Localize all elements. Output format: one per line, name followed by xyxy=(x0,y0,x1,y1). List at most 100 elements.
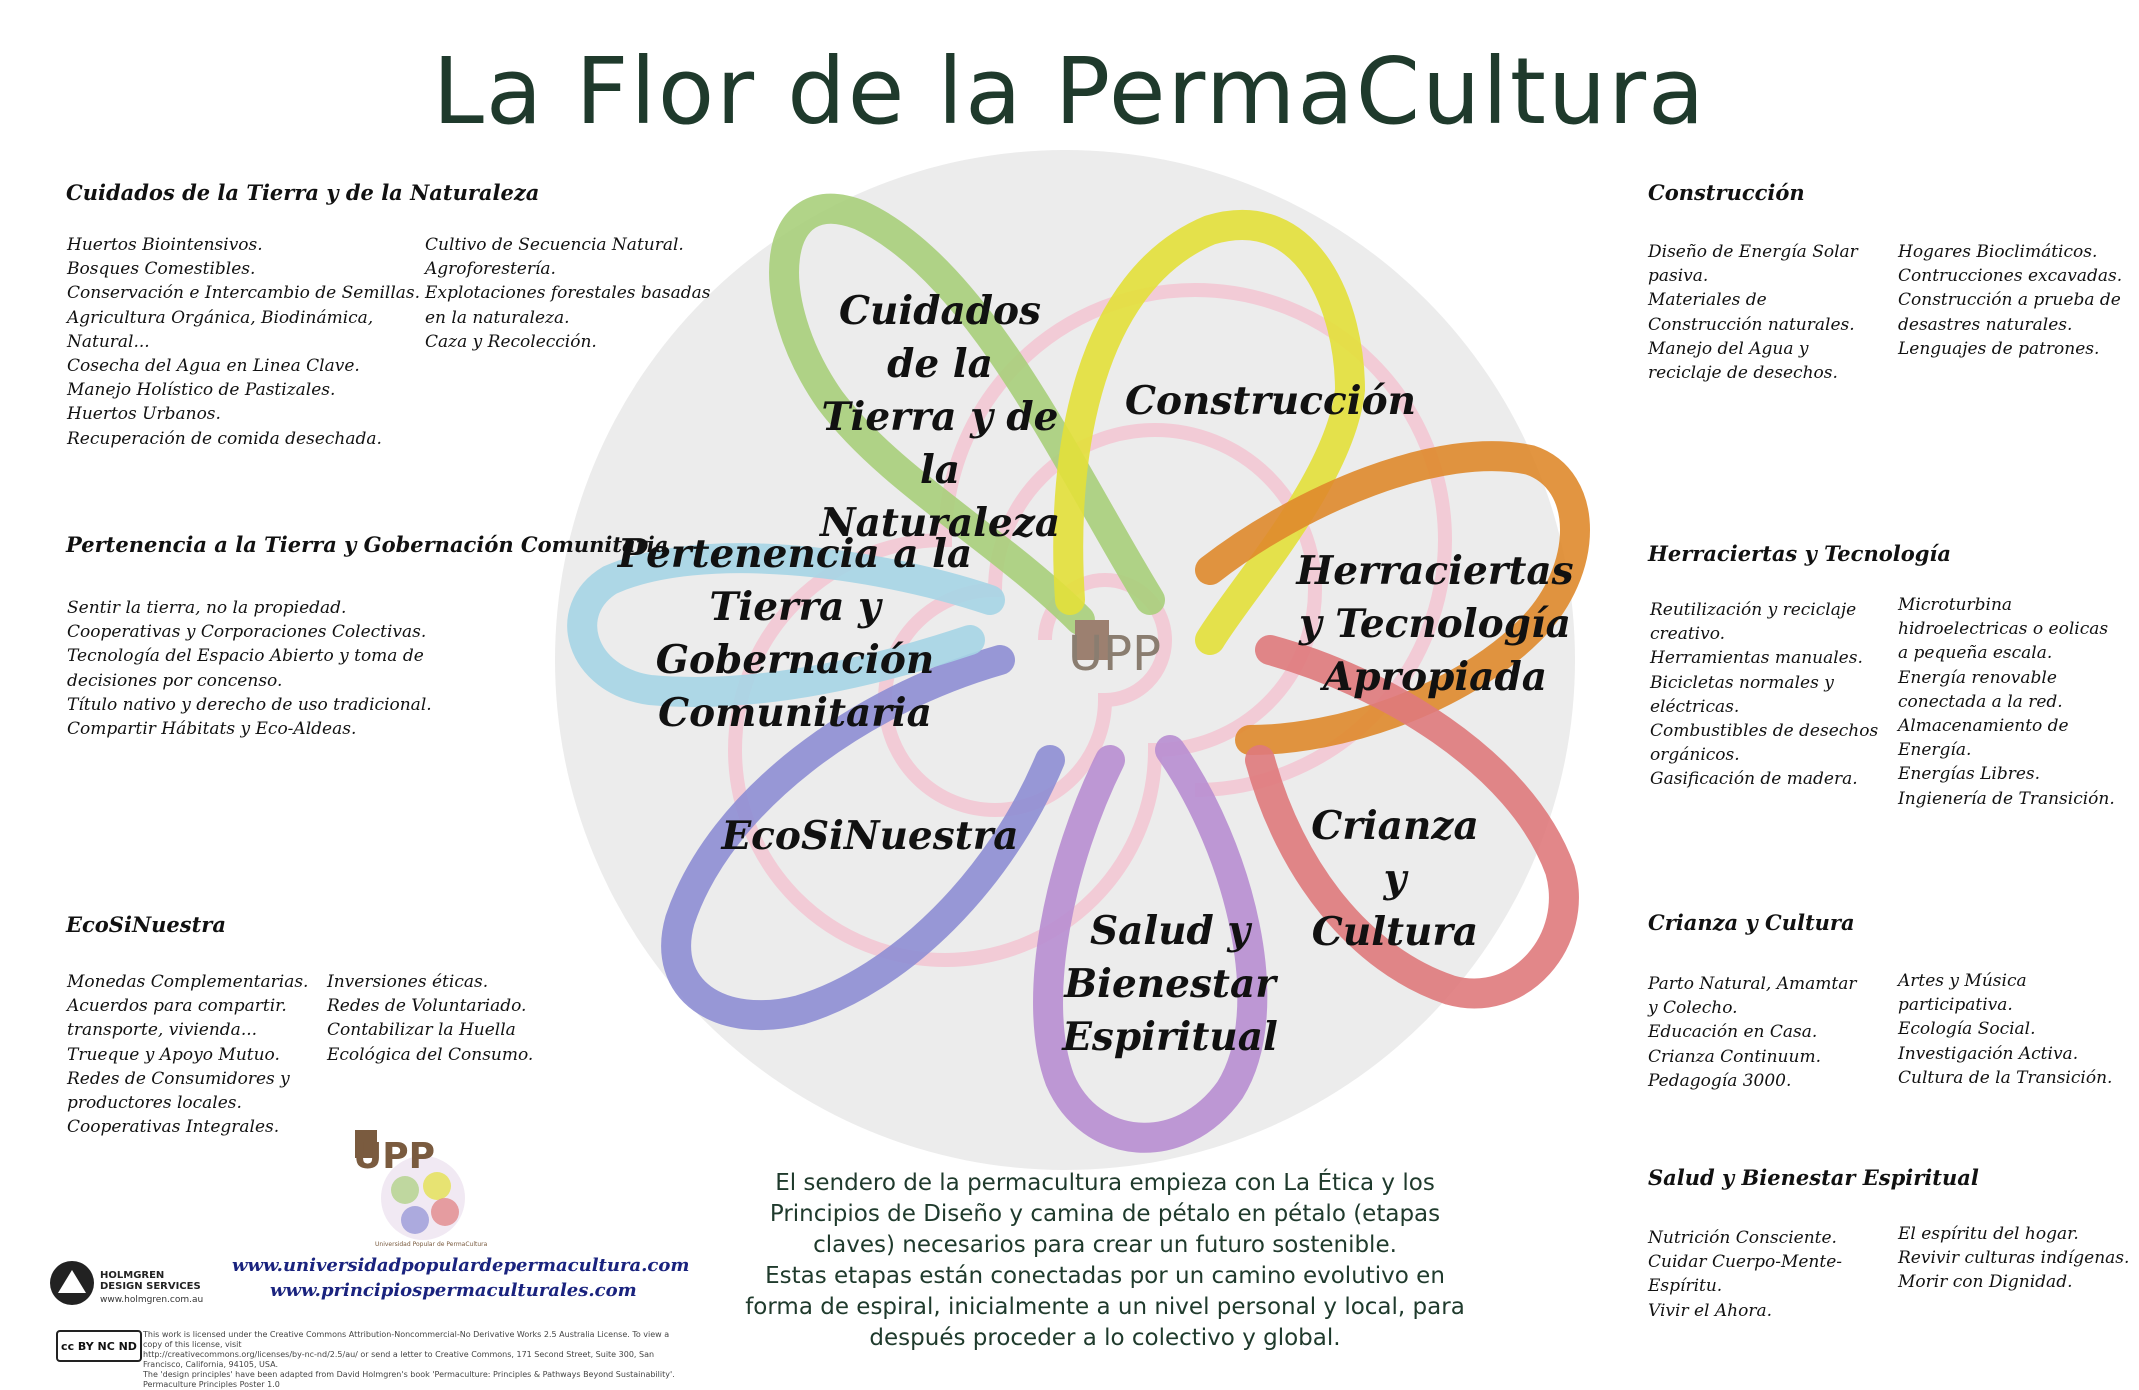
petal-label-salud: Salud y Bienestar Espiritual xyxy=(1062,908,1278,1060)
list-item: Nutrición Consciente. xyxy=(1648,1228,1837,1248)
list-item: Sentir la tierra, no la propiedad. xyxy=(67,598,347,618)
petal-label-tierra: Cuidados de la Tierra y de la Naturaleza xyxy=(820,288,1061,546)
list-item: Pedagogía 3000. xyxy=(1648,1070,1792,1091)
list-item: Construcción a prueba de xyxy=(1898,290,2121,311)
list-item: y Colecho. xyxy=(1648,998,1738,1019)
list-item: Energía. xyxy=(1898,740,1972,761)
list-item: creativo. xyxy=(1650,624,1726,645)
list-item: Natural... xyxy=(67,331,150,352)
list-item: Educación en Casa. xyxy=(1648,1022,1818,1043)
list-item: Parto Natural, Amamtar xyxy=(1648,974,1857,994)
list-item: Morir con Dignidad. xyxy=(1898,1272,2073,1293)
list-item: Energía renovable xyxy=(1898,667,2057,688)
list-item: Manejo Holístico de Pastizales. xyxy=(67,380,336,401)
list-item: Diseño de Energía Solar xyxy=(1648,242,1858,262)
section-title-crianza: Crianza y Cultura xyxy=(1648,910,1855,935)
list-item: Monedas Complementarias. xyxy=(67,972,309,992)
list-item: Inversiones éticas. xyxy=(327,972,489,992)
list-item: Energías Libres. xyxy=(1898,764,2041,785)
list-item: participativa. xyxy=(1898,995,2013,1016)
list-item: Cooperativas y Corporaciones Colectivas. xyxy=(67,622,427,643)
list-item: Ecología Social. xyxy=(1898,1019,2036,1040)
list-item: Cultura de la Transición. xyxy=(1898,1067,2113,1088)
list-item: Cooperativas Integrales. xyxy=(67,1117,280,1138)
poster-title: La Flor de la PermaCultura xyxy=(432,38,1707,145)
license-line: The 'design principles' have been adapte… xyxy=(143,1370,675,1389)
list-item: Hogares Bioclimáticos. xyxy=(1898,242,2098,262)
list-pertenencia: Sentir la tierra, no la propiedad. Coope… xyxy=(67,596,432,741)
list-item: pasiva. xyxy=(1648,266,1709,287)
list-item: Caza y Recolección. xyxy=(425,331,597,352)
description-line: Estas etapas están conectadas por un cam… xyxy=(765,1263,1445,1289)
list-item: decisiones por concenso. xyxy=(67,670,283,691)
description-line: forma de espiral, inicialmente a un nive… xyxy=(745,1294,1465,1320)
link-principios[interactable]: www.principiospermaculturales.com xyxy=(270,1280,637,1301)
description-line: después proceder a lo colectivo y global… xyxy=(869,1325,1341,1351)
holmgren-name-line: DESIGN SERVICES xyxy=(100,1281,201,1292)
list-item: Investigación Activa. xyxy=(1898,1043,2079,1064)
list-item: Conservación e Intercambio de Semillas. xyxy=(67,283,421,304)
list-ecosinuestra-col1: Monedas Complementarias. Acuerdos para c… xyxy=(67,970,308,1139)
list-item: Compartir Hábitats y Eco-Aldeas. xyxy=(67,719,357,740)
petal-crianza xyxy=(1245,635,1579,1009)
list-item: Cosecha del Agua en Linea Clave. xyxy=(67,356,360,377)
section-title-pertenencia: Pertenencia a la Tierra y Gobernación Co… xyxy=(66,532,669,557)
petals xyxy=(567,193,1590,1153)
list-item: El espíritu del hogar. xyxy=(1898,1224,2079,1244)
holmgren-logo-icon xyxy=(50,1261,94,1305)
list-item: Redes de Consumidores y xyxy=(67,1068,290,1089)
petal-ecosinuestra xyxy=(661,645,1065,1031)
list-item: Acuerdos para compartir. xyxy=(67,996,287,1017)
list-item: Redes de Voluntariado. xyxy=(327,996,527,1017)
section-title-tierra: Cuidados de la Tierra y de la Naturaleza xyxy=(66,180,540,205)
list-herramientas-col2: Microturbina hidroelectricas o eolicas a… xyxy=(1898,593,2115,811)
petal-label-ecosinuestra: EcoSiNuestra xyxy=(721,813,1019,859)
list-item: orgánicos. xyxy=(1650,745,1740,766)
list-item: Tecnología del Espacio Abierto y toma de xyxy=(67,646,424,667)
section-title-construccion: Construcción xyxy=(1648,180,1805,205)
list-item: desastres naturales. xyxy=(1898,314,2073,335)
petal-label-crianza: Crianza y Cultura xyxy=(1311,803,1479,955)
list-tierra-col1: Huertos Biointensivos. Bosques Comestibl… xyxy=(67,233,420,451)
list-item: Crianza Continuum. xyxy=(1648,1046,1821,1067)
list-item: Construcción naturales. xyxy=(1648,314,1855,335)
list-salud-col2: El espíritu del hogar. Revivir culturas … xyxy=(1898,1222,2129,1295)
link-universidad[interactable]: www.universidadpopulardepermacultura.com xyxy=(232,1255,690,1276)
petal-label-pertenencia: Pertenencia a la Tierra y Gobernación Co… xyxy=(617,531,973,736)
list-item: Recuperación de comida desechada. xyxy=(67,428,382,449)
license-line: http://creativecommons.org/licenses/by-n… xyxy=(143,1350,655,1369)
list-item: hidroelectricas o eolicas xyxy=(1898,619,2109,640)
list-item: eléctricas. xyxy=(1650,696,1740,717)
list-item: reciclaje de desechos. xyxy=(1648,363,1838,384)
cc-license-badge: cc BY NC ND xyxy=(56,1330,142,1362)
description-line: claves) necesarios para crear un futuro … xyxy=(813,1232,1397,1258)
list-item: Combustibles de desechos xyxy=(1650,721,1879,742)
list-item: Contrucciones excavadas. xyxy=(1898,266,2123,287)
list-tierra-col2: Cultivo de Secuencia Natural. Agroforest… xyxy=(425,233,711,354)
list-item: en la naturaleza. xyxy=(425,307,570,328)
list-salud-col1: Nutrición Consciente. Cuidar Cuerpo-Ment… xyxy=(1648,1226,1842,1323)
list-item: Espíritu. xyxy=(1648,1276,1723,1297)
list-item: productores locales. xyxy=(67,1093,242,1114)
license-line: This work is licensed under the Creative… xyxy=(143,1330,670,1349)
list-item: Almacenamiento de xyxy=(1898,716,2069,737)
list-item: conectada a la red. xyxy=(1898,691,2063,712)
list-crianza-col1: Parto Natural, Amamtar y Colecho. Educac… xyxy=(1648,972,1856,1093)
center-upp-logo: UPP xyxy=(1068,620,1161,682)
list-item: Huertos Urbanos. xyxy=(67,404,221,425)
list-item: Huertos Biointensivos. xyxy=(67,235,263,255)
list-item: Artes y Música xyxy=(1898,971,2027,991)
petal-label-herramientas: Herraciertas y Tecnología Apropiada xyxy=(1296,548,1574,700)
list-item: Bosques Comestibles. xyxy=(67,259,256,280)
list-item: Revivir culturas indígenas. xyxy=(1898,1248,2130,1269)
list-construccion-col1: Diseño de Energía Solar pasiva. Material… xyxy=(1648,240,1858,385)
list-ecosinuestra-col2: Inversiones éticas. Redes de Voluntariad… xyxy=(327,970,533,1067)
section-title-salud: Salud y Bienestar Espiritual xyxy=(1648,1165,1979,1190)
petal-tierra xyxy=(769,193,1165,635)
list-item: Manejo del Agua y xyxy=(1648,338,1809,359)
petal-pertenencia xyxy=(567,543,1005,707)
list-herramientas-col1: Reutilización y reciclaje creativo. Herr… xyxy=(1650,598,1878,792)
list-item: a pequeña escala. xyxy=(1898,643,2053,664)
license-text: This work is licensed under the Creative… xyxy=(143,1330,683,1390)
list-item: Trueque y Apoyo Mutuo. xyxy=(67,1044,280,1065)
